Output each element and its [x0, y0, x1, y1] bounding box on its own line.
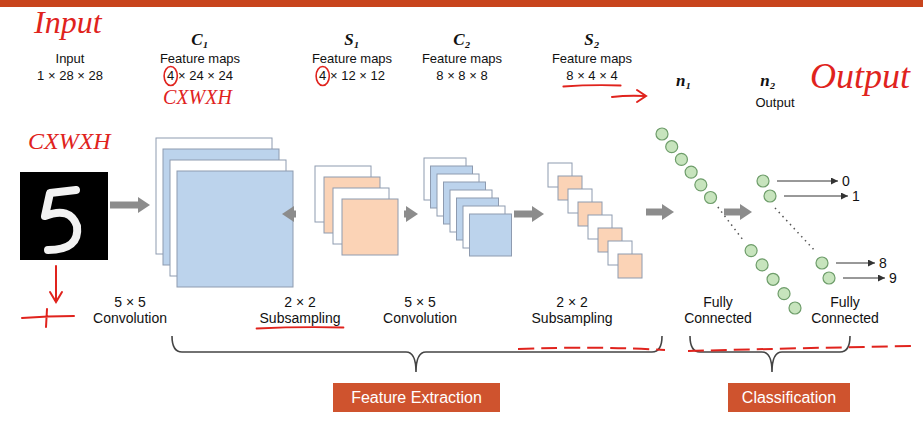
input-image — [20, 172, 108, 260]
neuron — [789, 302, 801, 314]
handwritten-note: Input — [34, 4, 102, 41]
flow-arrow — [110, 202, 138, 209]
digit-stroke — [45, 190, 77, 250]
operation-label: Fully Connected — [684, 294, 752, 326]
layer-caption: 8 × 4 × 4 — [566, 68, 617, 84]
flow-arrow — [404, 211, 406, 218]
handwritten-arrow — [612, 90, 646, 102]
operation-label: 2 × 2 Subsampling — [532, 294, 613, 326]
flow-arrow — [724, 209, 740, 216]
curly-brace — [690, 336, 850, 372]
feature-map — [342, 199, 398, 255]
neuron — [778, 288, 790, 300]
neuron — [695, 179, 707, 191]
layer-caption: Feature maps — [160, 51, 240, 67]
flow-arrow — [646, 209, 662, 216]
header-bar — [0, 0, 923, 7]
hidden-layer-stage: n₁ — [674, 68, 724, 290]
layer-caption: Feature maps — [422, 51, 502, 67]
neuron — [823, 272, 835, 284]
convolution-stage: C₂Feature maps8 × 8 × 8 — [418, 28, 514, 260]
output-layer-stage: n₂ Output — [752, 68, 836, 282]
handwritten-underline — [257, 327, 344, 328]
flow-arrow — [514, 211, 532, 218]
dotted-line — [775, 208, 816, 252]
operation-label: 2 × 2 Subsampling — [260, 294, 341, 326]
hidden-layer — [656, 128, 801, 314]
flow-arrow — [294, 211, 296, 218]
neuron — [745, 245, 757, 257]
handwritten-arrow — [22, 266, 74, 327]
layer-name: n₁ — [676, 71, 691, 91]
section-box: Classification — [728, 383, 850, 412]
class-label: 1 — [852, 188, 860, 204]
output-arrow — [843, 278, 885, 279]
class-label: 9 — [889, 270, 897, 286]
neuron — [764, 190, 776, 202]
feature-map — [177, 171, 293, 287]
layer-name: C₂ — [453, 30, 470, 50]
layer-name: S₂ — [584, 30, 599, 50]
layer-caption: Input — [56, 51, 85, 67]
dotted-line — [718, 207, 745, 242]
operation-label: Fully Connected — [811, 294, 879, 326]
handwritten-note: CXWXH — [163, 86, 232, 109]
handwritten-note: Output — [810, 56, 910, 97]
handwritten-underline — [563, 85, 620, 86]
section-box: Feature Extraction — [333, 383, 500, 412]
layer-name: C₁ — [191, 30, 208, 50]
operation-label: 5 × 5 Convolution — [93, 294, 167, 326]
class-label: 8 — [879, 255, 887, 271]
neuron — [816, 257, 828, 269]
subsampling-stage: S₁Feature maps4 × 12 × 12 — [306, 28, 404, 260]
layer-caption: Feature maps — [552, 51, 632, 67]
operation-label: 5 × 5 Convolution — [383, 294, 457, 326]
convolution-stage: C₁Feature maps4 × 24 × 24 — [150, 28, 296, 290]
neuron — [685, 166, 697, 178]
subsampling-stage: S₂Feature maps8 × 4 × 4 — [544, 28, 646, 282]
feature-map-stack — [156, 138, 293, 287]
class-label: 0 — [842, 173, 850, 189]
section-label: Classification — [742, 388, 836, 408]
output-arrow — [836, 263, 875, 264]
layer-caption: Feature maps — [312, 51, 392, 67]
feature-map-stack — [424, 158, 512, 256]
layer-name: n₂ — [760, 71, 775, 91]
output-layer — [757, 175, 885, 284]
neuron — [656, 128, 668, 140]
layer-caption: 4 × 12 × 12 — [319, 68, 385, 84]
curly-brace — [172, 336, 662, 372]
neuron — [767, 273, 779, 285]
layer-caption: 8 × 8 × 8 — [436, 68, 487, 84]
output-arrow — [777, 181, 838, 182]
layer-caption: 1 × 28 × 28 — [37, 68, 103, 84]
handwritten-note: CXWXH — [28, 128, 111, 156]
feature-map — [470, 214, 512, 256]
output-arrow — [784, 196, 848, 197]
layer-caption: 4 × 24 × 24 — [167, 68, 233, 84]
neuron — [705, 192, 717, 204]
feature-map-stack — [548, 163, 642, 278]
neuron — [666, 141, 678, 153]
layer-name: S₁ — [344, 30, 359, 50]
neuron — [675, 153, 687, 165]
layer-caption: Output — [755, 95, 794, 111]
feature-map-stack — [315, 166, 398, 255]
neuron — [757, 175, 769, 187]
neuron — [756, 259, 768, 271]
handwritten-dashes — [518, 346, 916, 351]
section-label: Feature Extraction — [351, 388, 482, 408]
feature-map — [618, 254, 642, 278]
